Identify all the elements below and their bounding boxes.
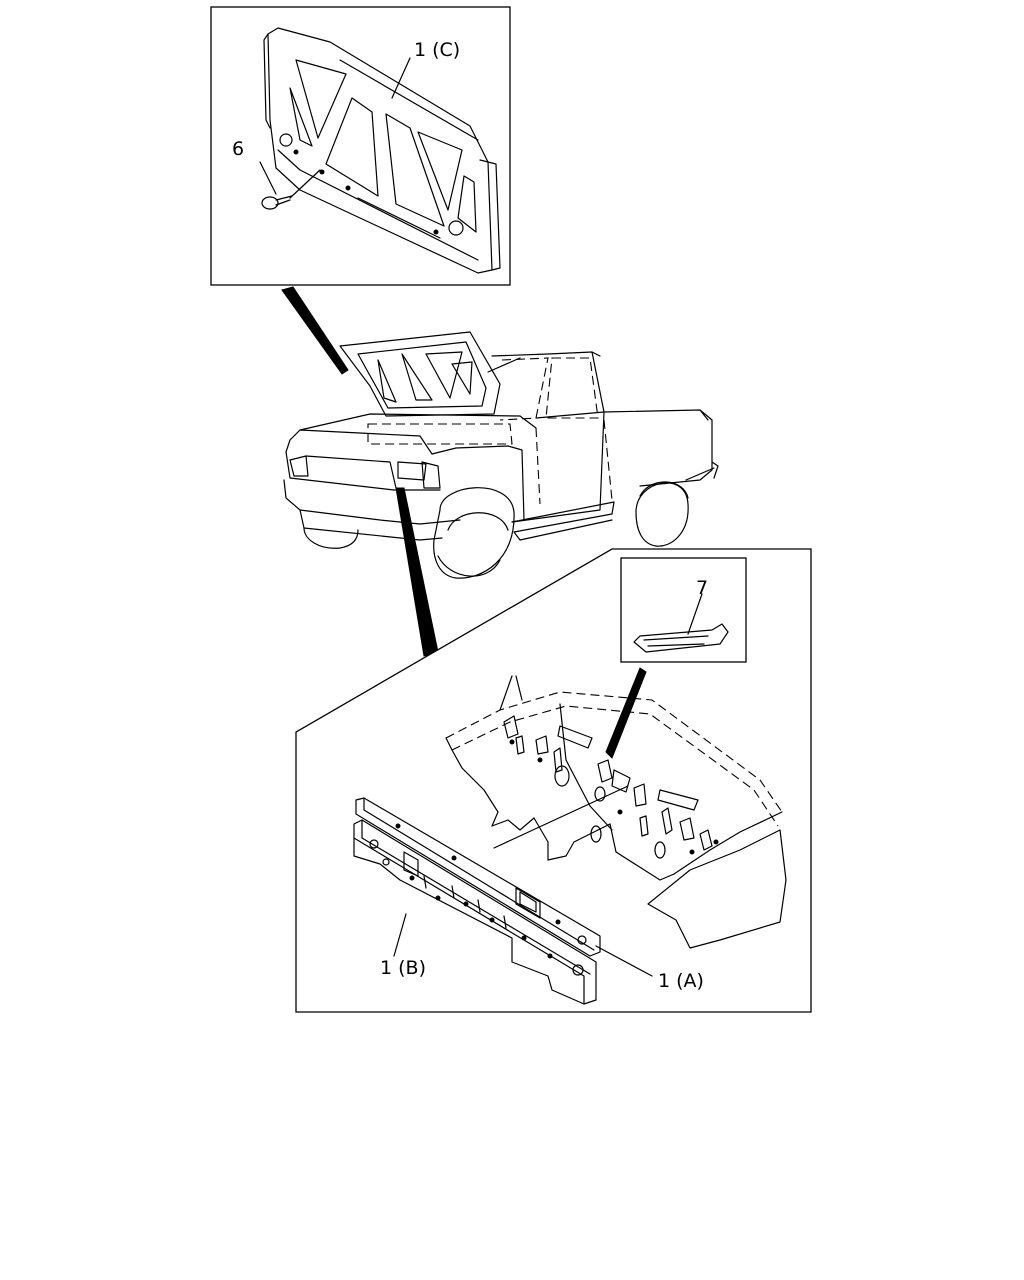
firewall-structure xyxy=(445,675,787,949)
callout-6: 6 xyxy=(232,138,244,160)
hood-insulator-panel xyxy=(263,27,501,274)
alignment-line xyxy=(493,785,629,849)
callout-1a: 1 (A) xyxy=(658,970,704,992)
pointer-top-inset xyxy=(281,286,349,375)
callout-1c: 1 (C) xyxy=(414,39,460,61)
pointer-lower-inset xyxy=(395,487,439,657)
inset-frame-lower xyxy=(295,548,812,1013)
leader-1a xyxy=(595,945,653,977)
dash-insulator-1b xyxy=(353,819,597,1005)
clip-6-part xyxy=(259,161,321,210)
inset-frame-top xyxy=(210,6,511,286)
leader-1c xyxy=(391,57,411,99)
callout-1b: 1 (B) xyxy=(380,957,426,979)
pickup-truck-illustration xyxy=(283,331,719,579)
hood-insulator-inset: 1 (C) 6 xyxy=(210,6,511,286)
dash-insulator-1a xyxy=(355,797,601,957)
leader-1b xyxy=(393,913,407,957)
pointer-clip-7 xyxy=(605,667,647,759)
clip-7-inset: 7 xyxy=(620,557,747,663)
dash-insulator-inset: 7 xyxy=(295,548,812,1013)
inset-frame-clip-7 xyxy=(620,557,747,663)
callout-7: 7 xyxy=(696,577,708,599)
